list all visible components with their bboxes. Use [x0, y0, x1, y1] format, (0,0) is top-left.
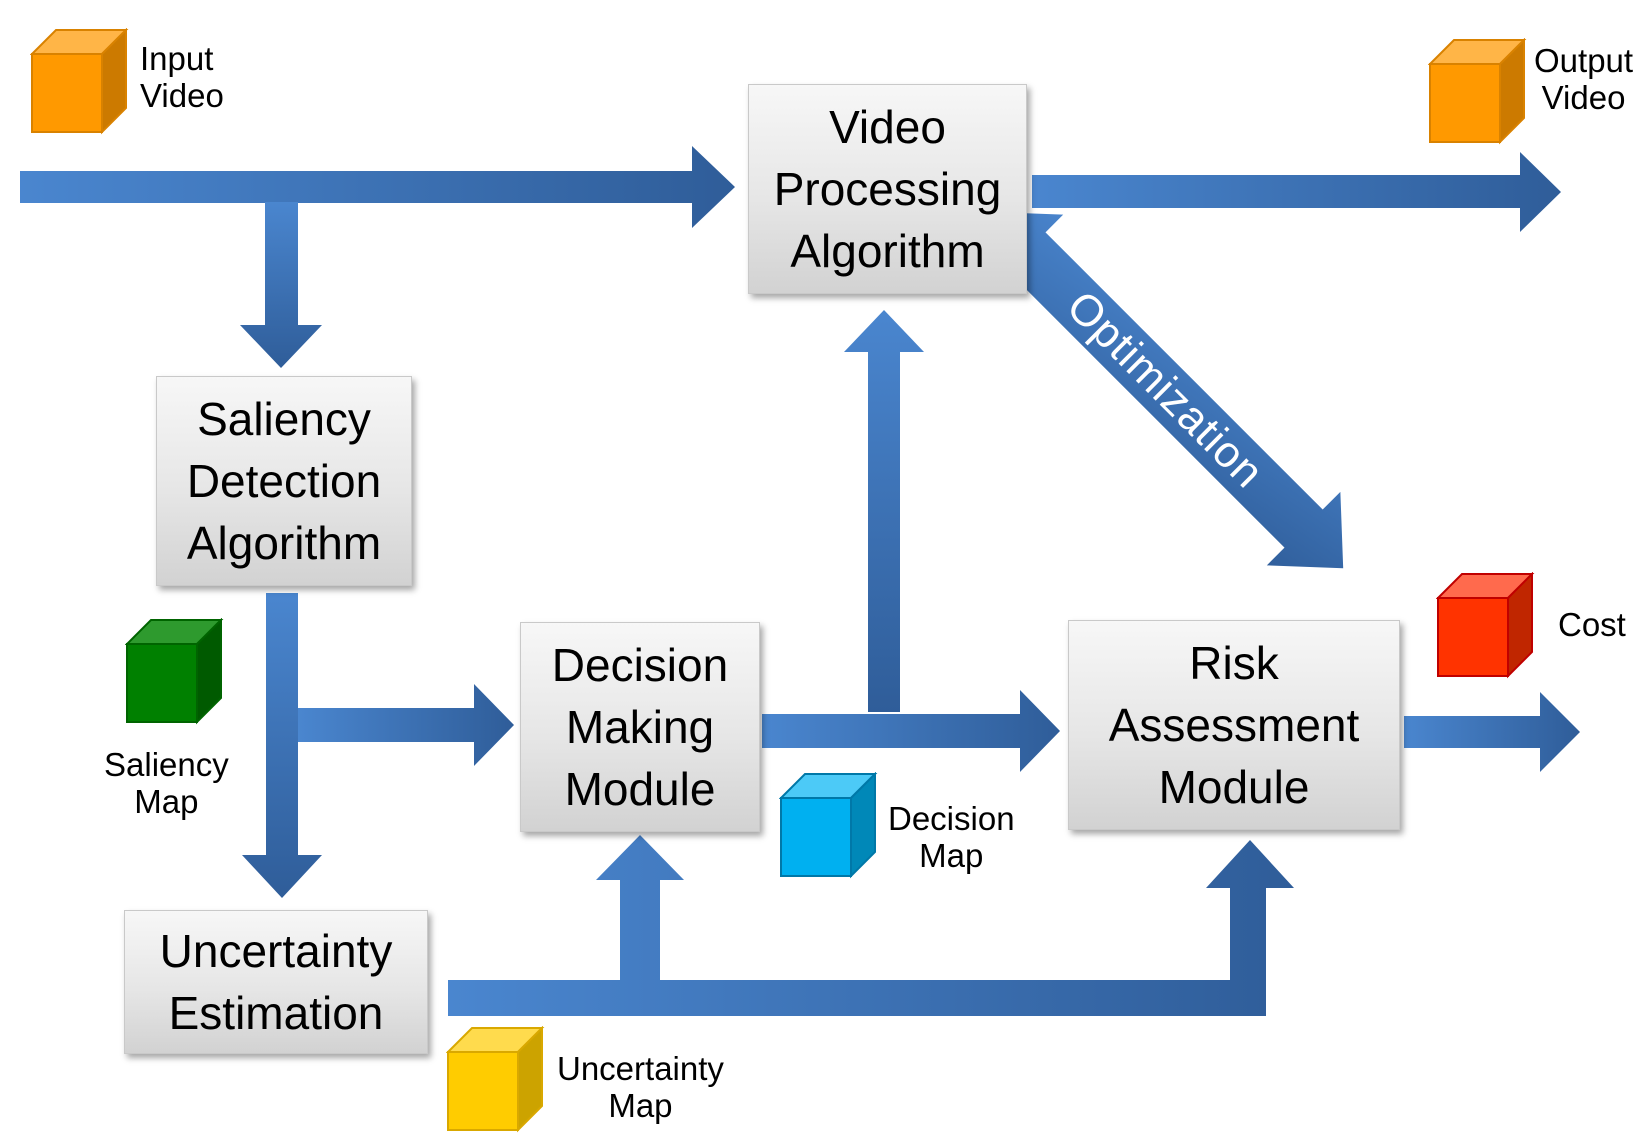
- decision-map-label-line-2: Map: [919, 837, 984, 874]
- decision-making-line-2: Making: [565, 701, 715, 753]
- uncertainty-map-label-line-1: Uncertainty: [557, 1050, 724, 1087]
- arrow-uncertainty-to-decision-and-risk: [448, 835, 1294, 1016]
- uncertainty-map-cube-icon: [446, 1026, 545, 1133]
- input-video-label: Input Video: [140, 40, 224, 114]
- arrow-risk-to-cost: [1404, 692, 1580, 772]
- risk-assessment-line-3: Module: [1158, 761, 1310, 813]
- decision-making-line-3: Module: [564, 763, 716, 815]
- arrow-input-to-saliency: [240, 202, 322, 368]
- cost-cube-icon: [1436, 572, 1535, 679]
- uncertainty-map-label: Uncertainty Map: [557, 1050, 724, 1124]
- saliency-detection-box: Saliency Detection Algorithm: [156, 376, 412, 586]
- optimization-double-arrow: [986, 211, 1344, 569]
- uncertainty-estimation-line-2: Estimation: [168, 987, 384, 1039]
- cost-label: Cost: [1558, 606, 1626, 643]
- uncertainty-estimation-box: Uncertainty Estimation: [124, 910, 428, 1054]
- output-video-label-line-1: Output: [1534, 42, 1634, 79]
- uncertainty-estimation-line-1: Uncertainty: [159, 925, 393, 977]
- decision-map-label-line-1: Decision: [888, 800, 1015, 837]
- arrow-saliency-to-uncertainty: [242, 593, 322, 898]
- arrow-decision-to-risk: [762, 690, 1060, 772]
- uncertainty-map-label-line-2: Map: [608, 1087, 673, 1124]
- video-processing-line-2: Processing: [773, 163, 1002, 215]
- arrow-input-to-video-processing: [20, 146, 735, 228]
- arrow-video-processing-to-output: [1032, 152, 1561, 232]
- decision-making-line-1: Decision: [551, 639, 729, 691]
- saliency-map-label-line-2: Map: [134, 783, 199, 820]
- risk-assessment-line-1: Risk: [1189, 637, 1279, 689]
- decision-map-cube-icon: [779, 772, 878, 879]
- output-video-cube-icon: [1428, 38, 1527, 145]
- decision-making-box: Decision Making Module: [520, 622, 760, 832]
- saliency-map-label-line-1: Saliency: [104, 746, 229, 783]
- risk-assessment-line-2: Assessment: [1108, 699, 1360, 751]
- output-video-label: Output Video: [1534, 42, 1633, 116]
- saliency-map-label: Saliency Map: [104, 746, 229, 820]
- input-video-cube-icon: [30, 28, 129, 135]
- saliency-detection-line-2: Detection: [186, 455, 382, 507]
- video-processing-line-3: Algorithm: [790, 225, 985, 277]
- arrow-decision-to-video-processing: [844, 310, 924, 712]
- input-video-label-line-1: Input: [140, 40, 214, 77]
- output-video-label-line-2: Video: [1541, 79, 1626, 116]
- decision-map-label: Decision Map: [888, 800, 1015, 874]
- input-video-label-line-2: Video: [140, 77, 224, 114]
- saliency-detection-line-1: Saliency: [197, 393, 371, 445]
- arrow-saliency-to-decision: [298, 684, 514, 766]
- saliency-detection-line-3: Algorithm: [186, 517, 382, 569]
- video-processing-line-1: Video: [829, 101, 946, 153]
- saliency-map-cube-icon: [125, 618, 224, 725]
- video-processing-box: Video Processing Algorithm: [748, 84, 1027, 294]
- risk-assessment-box: Risk Assessment Module: [1068, 620, 1400, 830]
